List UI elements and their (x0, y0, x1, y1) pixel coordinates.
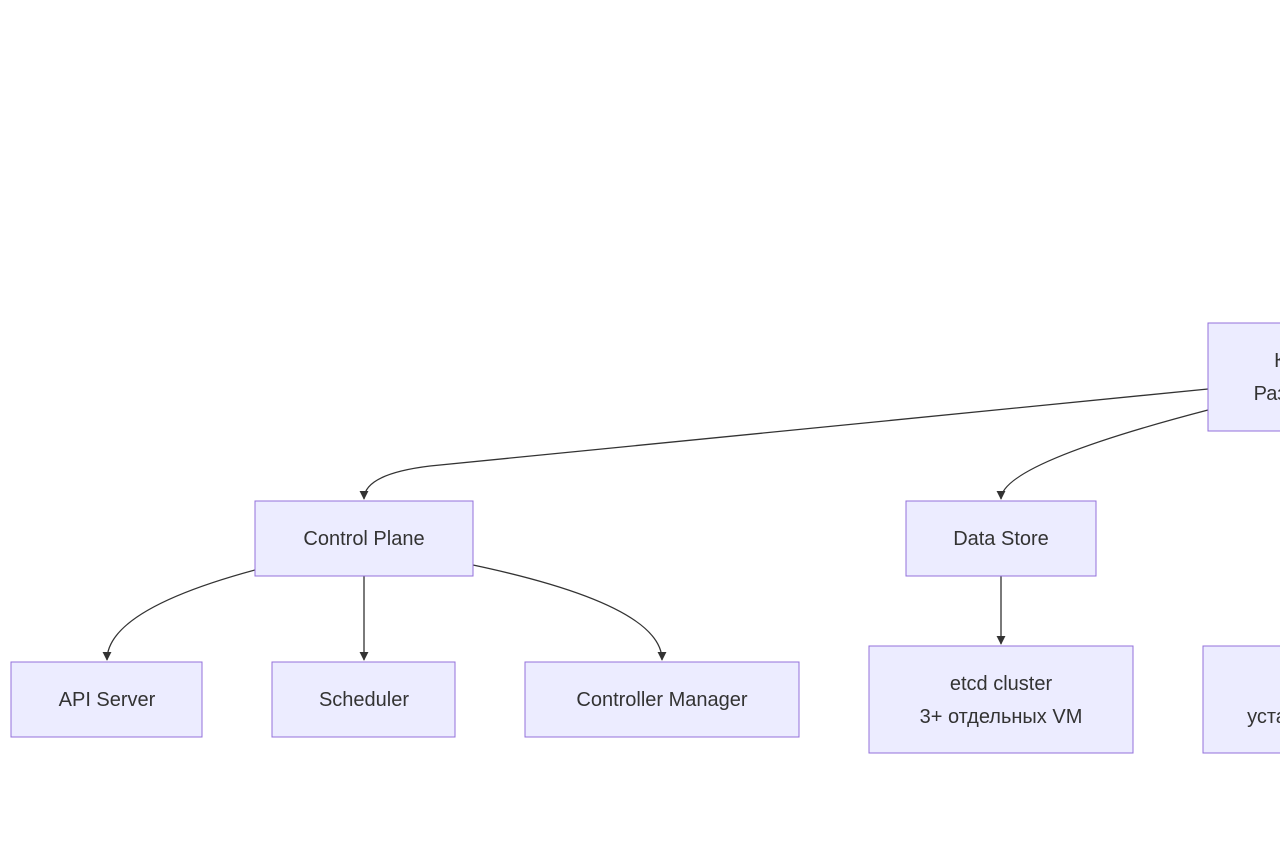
node-scheduler: Scheduler (271, 661, 456, 738)
edges (102, 388, 1209, 661)
edge-control-plane-controller-manager (472, 564, 667, 661)
node-right-partial-line: уста (1247, 706, 1280, 728)
node-root-line-1: К (1274, 350, 1280, 372)
node-control-plane-label: Control Plane (303, 528, 424, 550)
node-controller-manager-label: Controller Manager (576, 689, 748, 711)
edge-root-control-plane (359, 388, 1209, 500)
edge-control-plane-api-server (102, 569, 256, 661)
node-data-store: Data Store (905, 500, 1097, 577)
node-data-store-label: Data Store (953, 528, 1049, 550)
node-right-partial: уста (1202, 645, 1280, 754)
node-controller-manager: Controller Manager (524, 661, 800, 738)
edge-root-data-store (996, 409, 1209, 500)
node-root-line-2: Раз (1254, 383, 1280, 405)
node-control-plane: Control Plane (254, 500, 474, 577)
node-api-server: API Server (10, 661, 203, 738)
node-root: К Раз (1207, 322, 1280, 432)
node-etcd-line-1: etcd cluster (950, 673, 1053, 695)
node-etcd-line-2: 3+ отдельных VM (920, 706, 1083, 728)
node-etcd: etcd cluster 3+ отдельных VM (868, 645, 1134, 754)
node-api-server-label: API Server (59, 689, 156, 711)
node-scheduler-label: Scheduler (319, 689, 409, 711)
